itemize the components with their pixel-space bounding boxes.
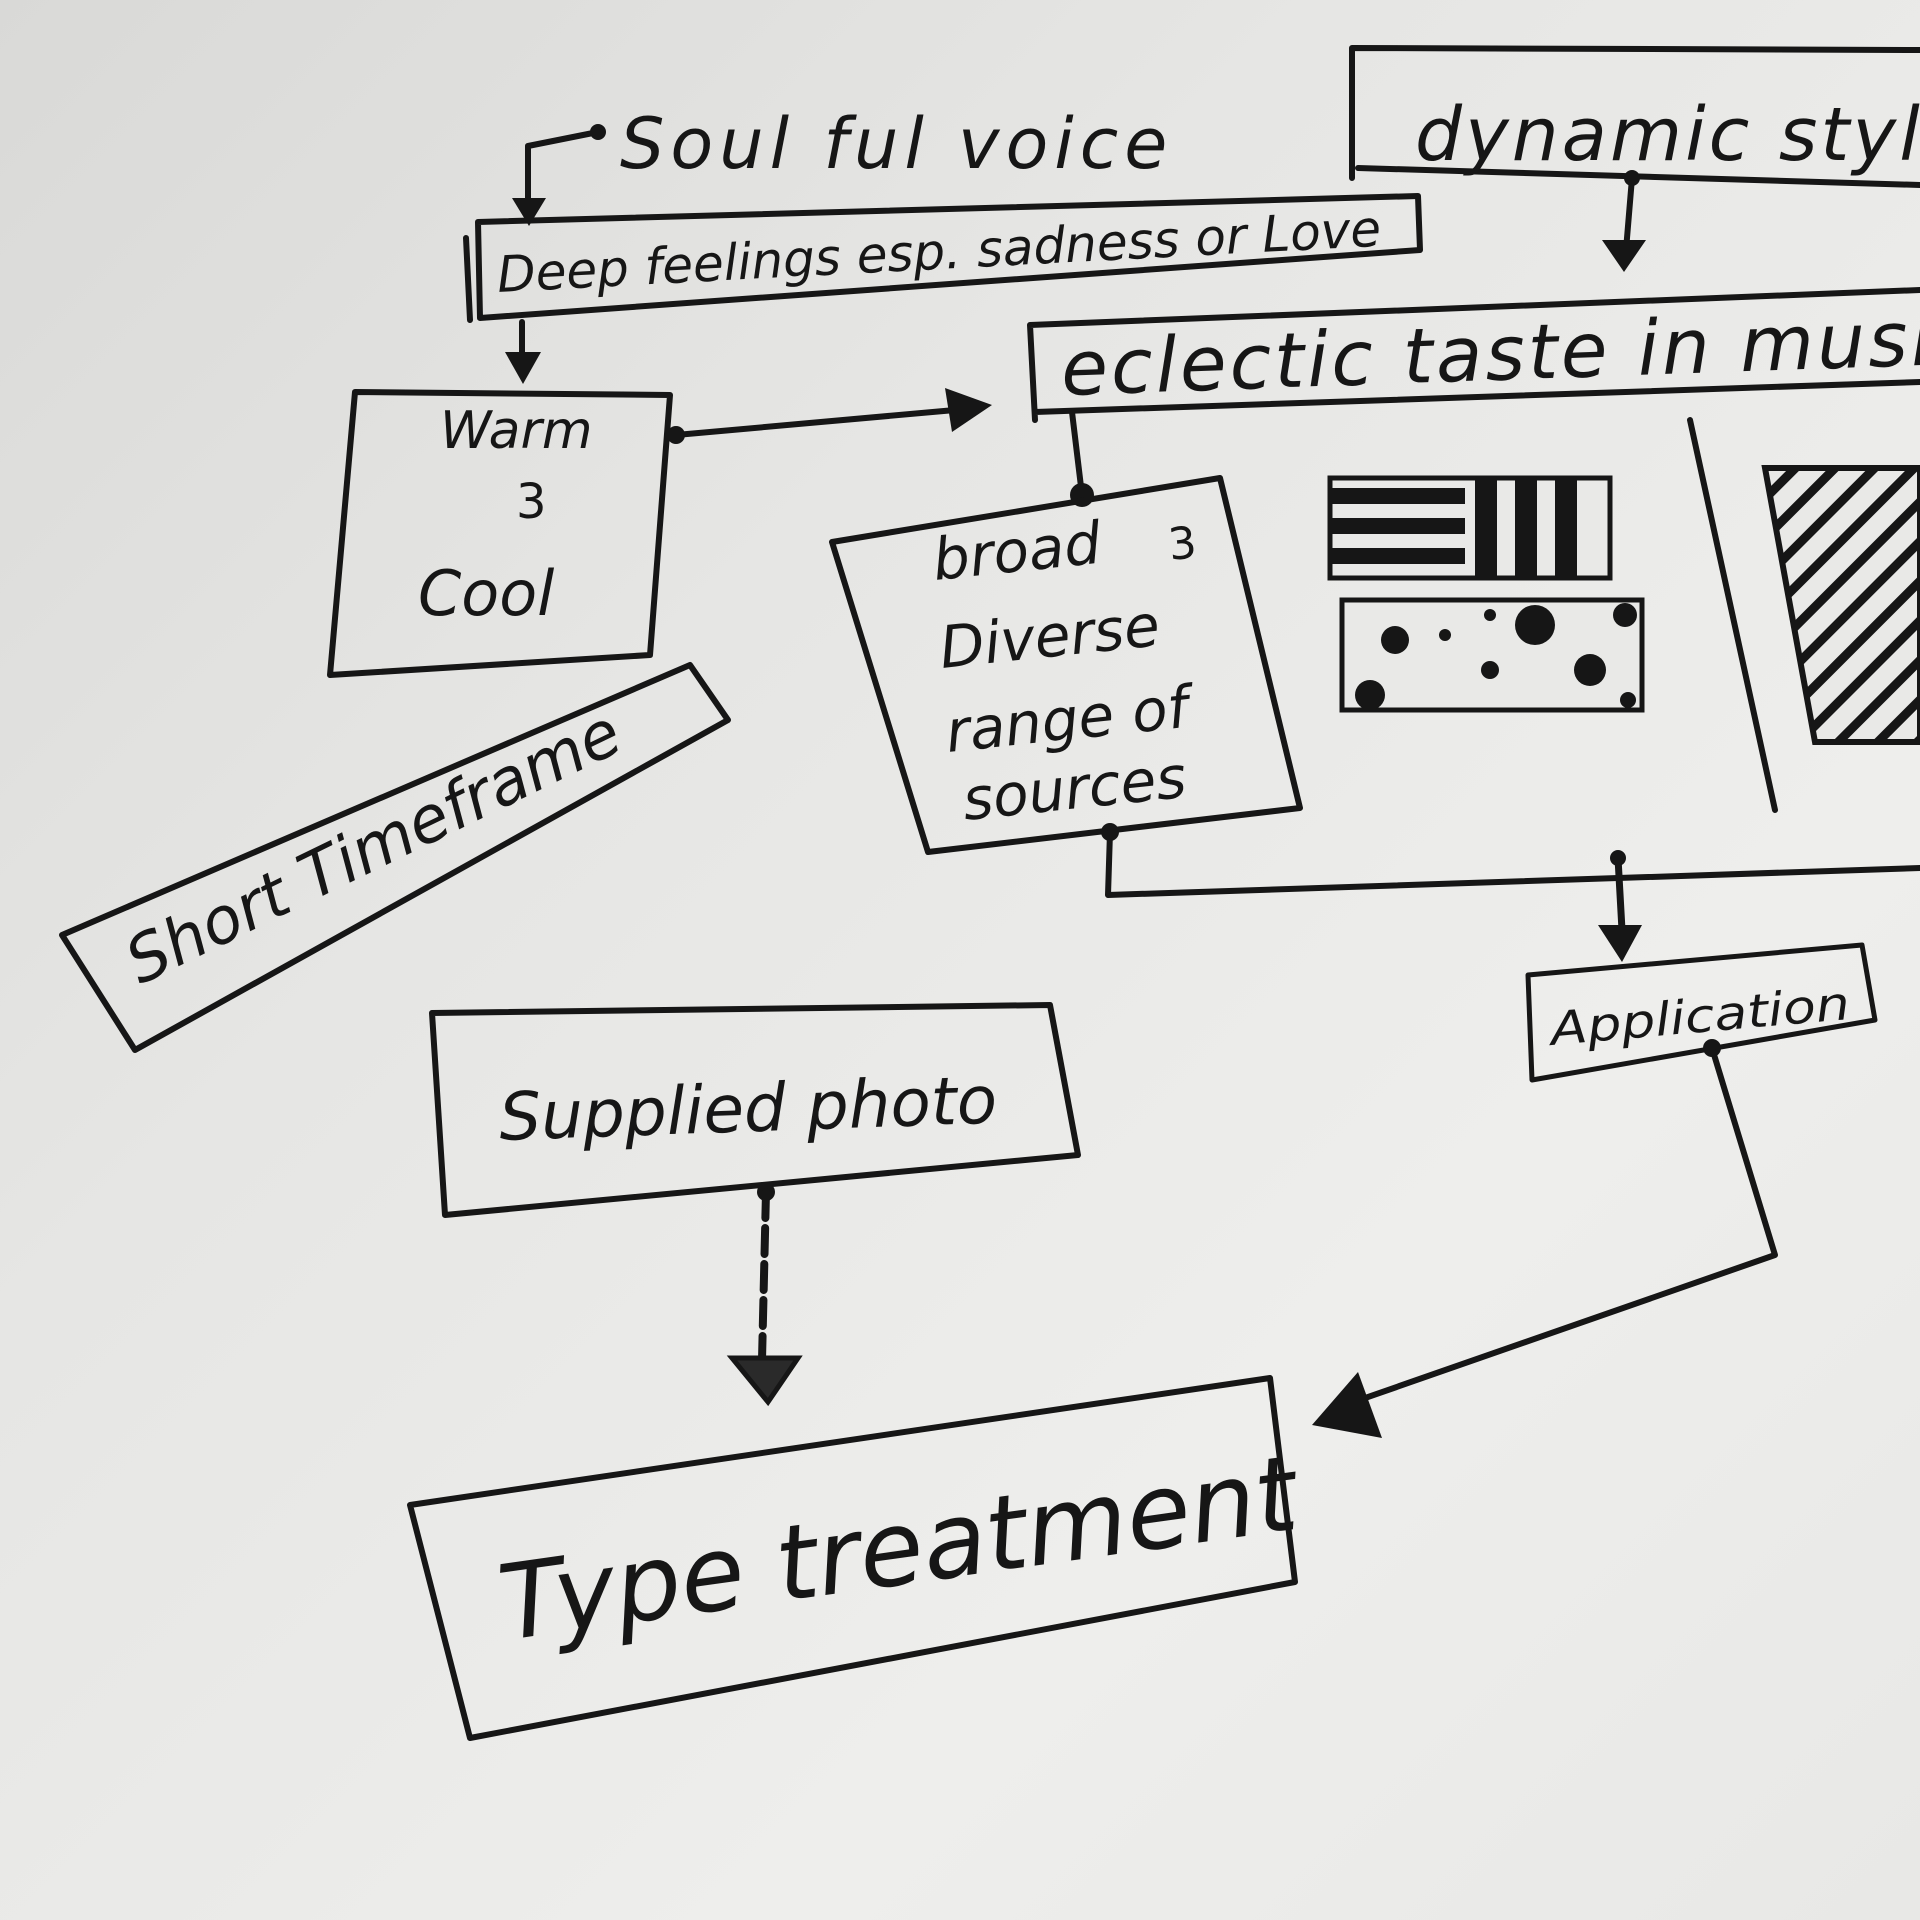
broad-diverse-node: broad 3 Diverse range of sources [832,478,1300,852]
soulful-voice-node: Soul ful voice [620,103,1173,185]
warm-cool-node: Warm 3 Cool [330,392,670,675]
vertical-divider-line [1690,420,1775,810]
diverse-label: Diverse [936,591,1162,682]
warm-cool-separator: 3 [516,474,547,530]
dynamic-to-eclectic-arrowhead [1602,240,1646,272]
type-treatment-label: Type treatment [492,1432,1307,1665]
stripes-pattern-swatch [1330,478,1610,578]
short-timeframe-label: Short Timeframe [115,696,633,999]
dynamic-style-node: dynamic style [1352,48,1920,185]
photo-to-type-connector [762,1192,766,1360]
warm-label: Warm [440,401,592,461]
eclectic-taste-label: eclectic taste in music [1060,292,1920,413]
broad-separator: 3 [1166,517,1199,571]
junction-to-application-arrowhead [1598,925,1642,962]
application-label: Application [1545,976,1852,1056]
supplied-photo-label: Supplied photo [498,1062,998,1156]
junction-to-application-connector [1618,858,1622,930]
application-to-type-connector [1345,1048,1775,1405]
broad-to-application-connector [1108,832,1920,895]
dynamic-style-label: dynamic style [1415,92,1920,178]
eclectic-taste-node: eclectic taste in music [1030,290,1920,420]
soulful-voice-label: Soul ful voice [620,103,1173,185]
photo-to-type-arrowhead [732,1358,798,1402]
type-treatment-node: Type treatment [410,1378,1307,1738]
short-timeframe-node: Short Timeframe [62,665,728,1050]
dots-pattern-swatch [1342,600,1642,710]
cool-label: Cool [418,557,554,630]
application-node: Application [1528,945,1875,1080]
eclectic-to-broad-connector [1072,412,1082,495]
deep-to-warm-arrowhead [505,352,541,384]
supplied-photo-node: Supplied photo [432,1005,1078,1215]
deep-feelings-node: Deep feelings esp. sadness or Love [466,196,1420,320]
dynamic-to-eclectic-connector [1626,178,1632,250]
warm-to-eclectic-connector [676,410,955,435]
diagonal-hatch-pattern-swatch [1765,468,1920,742]
application-to-type-arrowhead [1312,1372,1382,1438]
warm-to-eclectic-arrowhead [945,388,992,432]
